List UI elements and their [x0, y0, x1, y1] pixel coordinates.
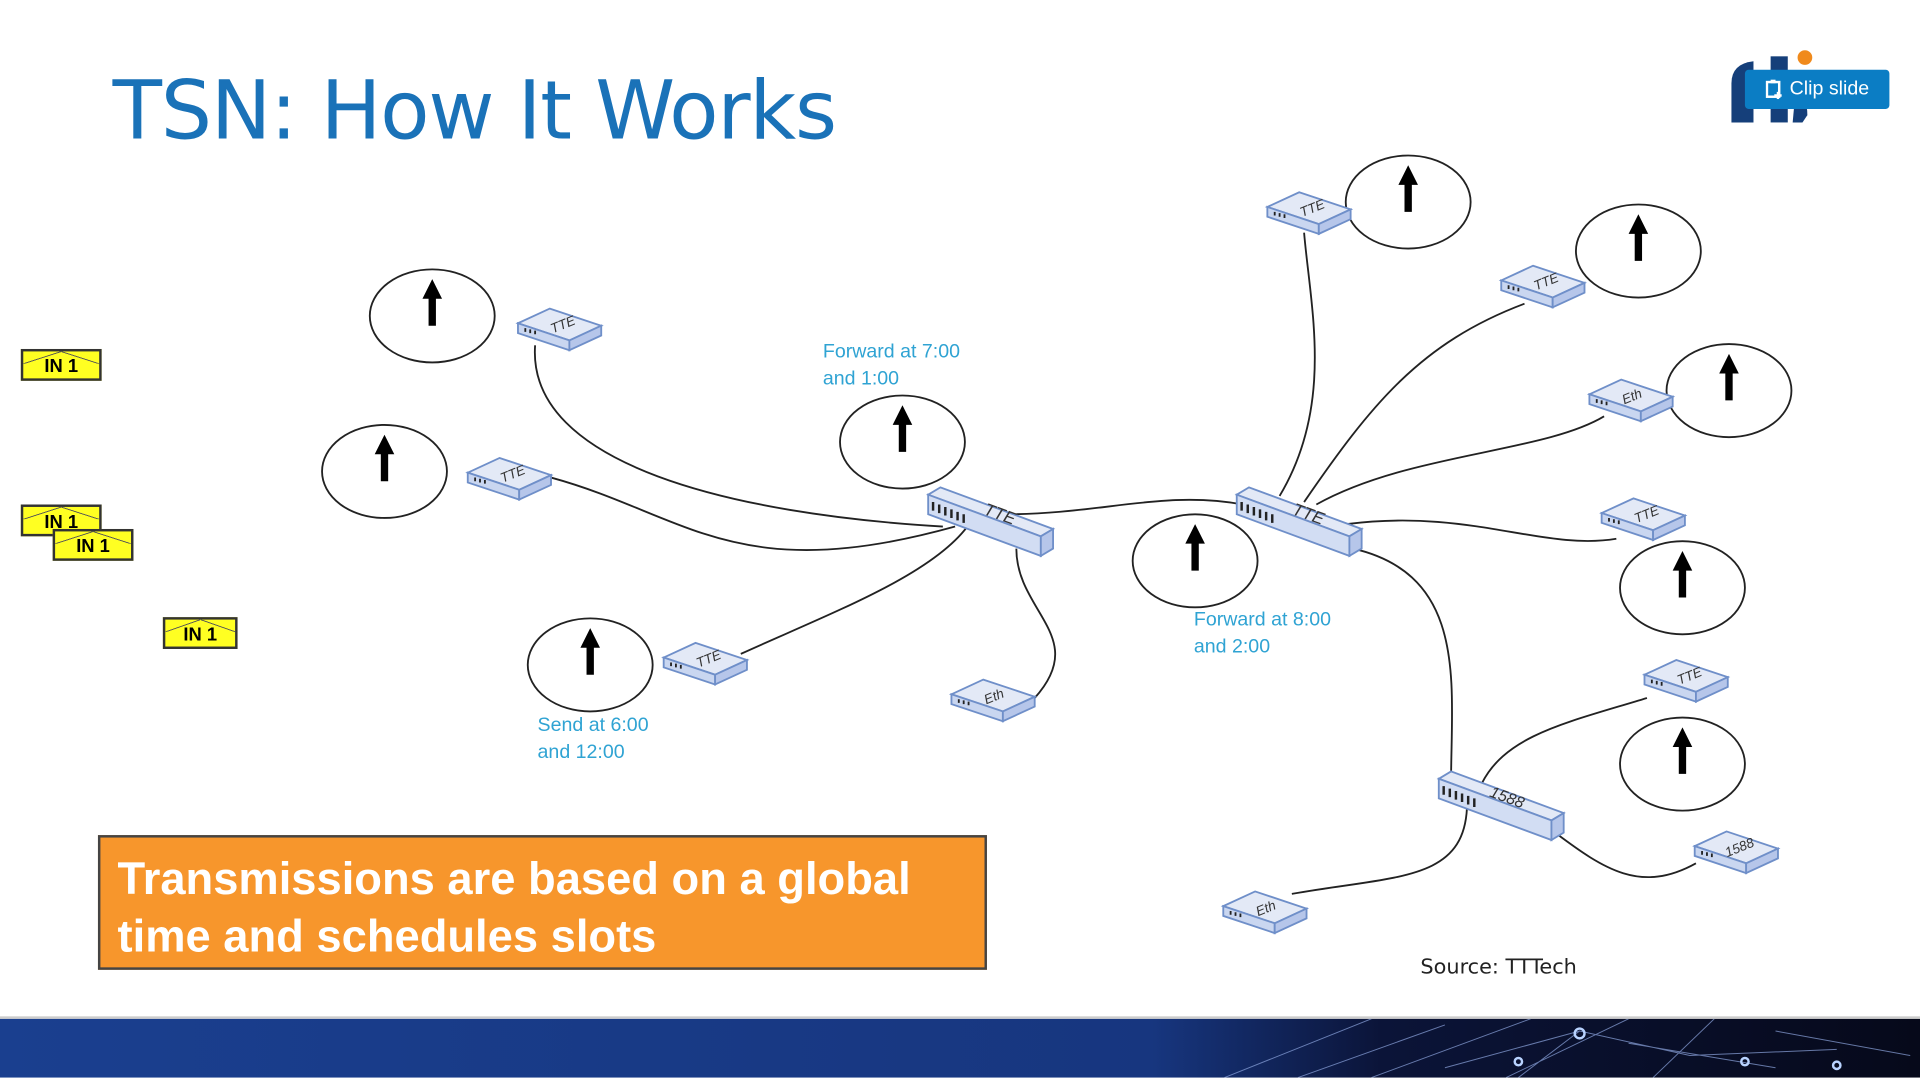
forward-note-1: Forward at 7:00: [823, 341, 960, 363]
devices: TTE TTE TTE Eth TTE TTE TTE TTE Eth TTE …: [466, 191, 1779, 934]
schedule-notes: Send at 6:00 and 12:00 Forward at 7:00 a…: [538, 341, 1332, 763]
network-texture: [1224, 1018, 1911, 1078]
device-tte: TTE: [1500, 264, 1586, 309]
device-tte: TTE: [517, 307, 603, 352]
svg-text:Eth: Eth: [1254, 898, 1278, 919]
device-eth: Eth: [1222, 890, 1308, 934]
device-tte: TTE: [662, 641, 748, 686]
send-note: and 12:00: [538, 741, 625, 763]
switch-tte: TTE: [926, 486, 1055, 558]
forward-note-2: and 2:00: [1194, 636, 1270, 658]
clip-slide-label: Clip slide: [1789, 78, 1870, 100]
device-tte: TTE: [1266, 191, 1352, 235]
envelope-in1: IN 1: [162, 617, 238, 649]
key-message-callout: Transmissions are based on a global time…: [97, 835, 987, 970]
device-tte: TTE: [466, 457, 552, 501]
switch-tte: TTE: [1235, 486, 1363, 558]
cables: [534, 232, 1697, 895]
forward-note-2: Forward at 8:00: [1194, 609, 1331, 631]
send-note: Send at 6:00: [538, 714, 649, 736]
slide-title: TSN: How It Works: [112, 63, 837, 158]
clipboard-icon: [1765, 79, 1782, 100]
device-1588: 1588: [1693, 830, 1779, 874]
device-eth: Eth: [950, 678, 1036, 723]
forward-note-1: and 1:00: [823, 367, 899, 389]
envelope-in1: IN 1: [20, 348, 102, 381]
footer-banner: [0, 1016, 1920, 1078]
svg-text:Eth: Eth: [982, 686, 1006, 707]
device-eth: Eth: [1588, 378, 1674, 423]
device-tte: TTE: [1643, 659, 1729, 703]
device-tte: TTE: [1600, 497, 1686, 541]
clip-slide-button[interactable]: Clip slide: [1744, 69, 1890, 109]
clock-circles: [321, 154, 1793, 812]
svg-text:Eth: Eth: [1620, 386, 1644, 407]
network-diagram: TTE TTE TTE Eth TTE TTE TTE TTE Eth TTE …: [321, 154, 1793, 934]
envelope-in1: IN 1: [52, 528, 134, 561]
source-credit: Source: TTTech: [1420, 955, 1577, 980]
switch-1588: 1588: [1437, 770, 1565, 842]
